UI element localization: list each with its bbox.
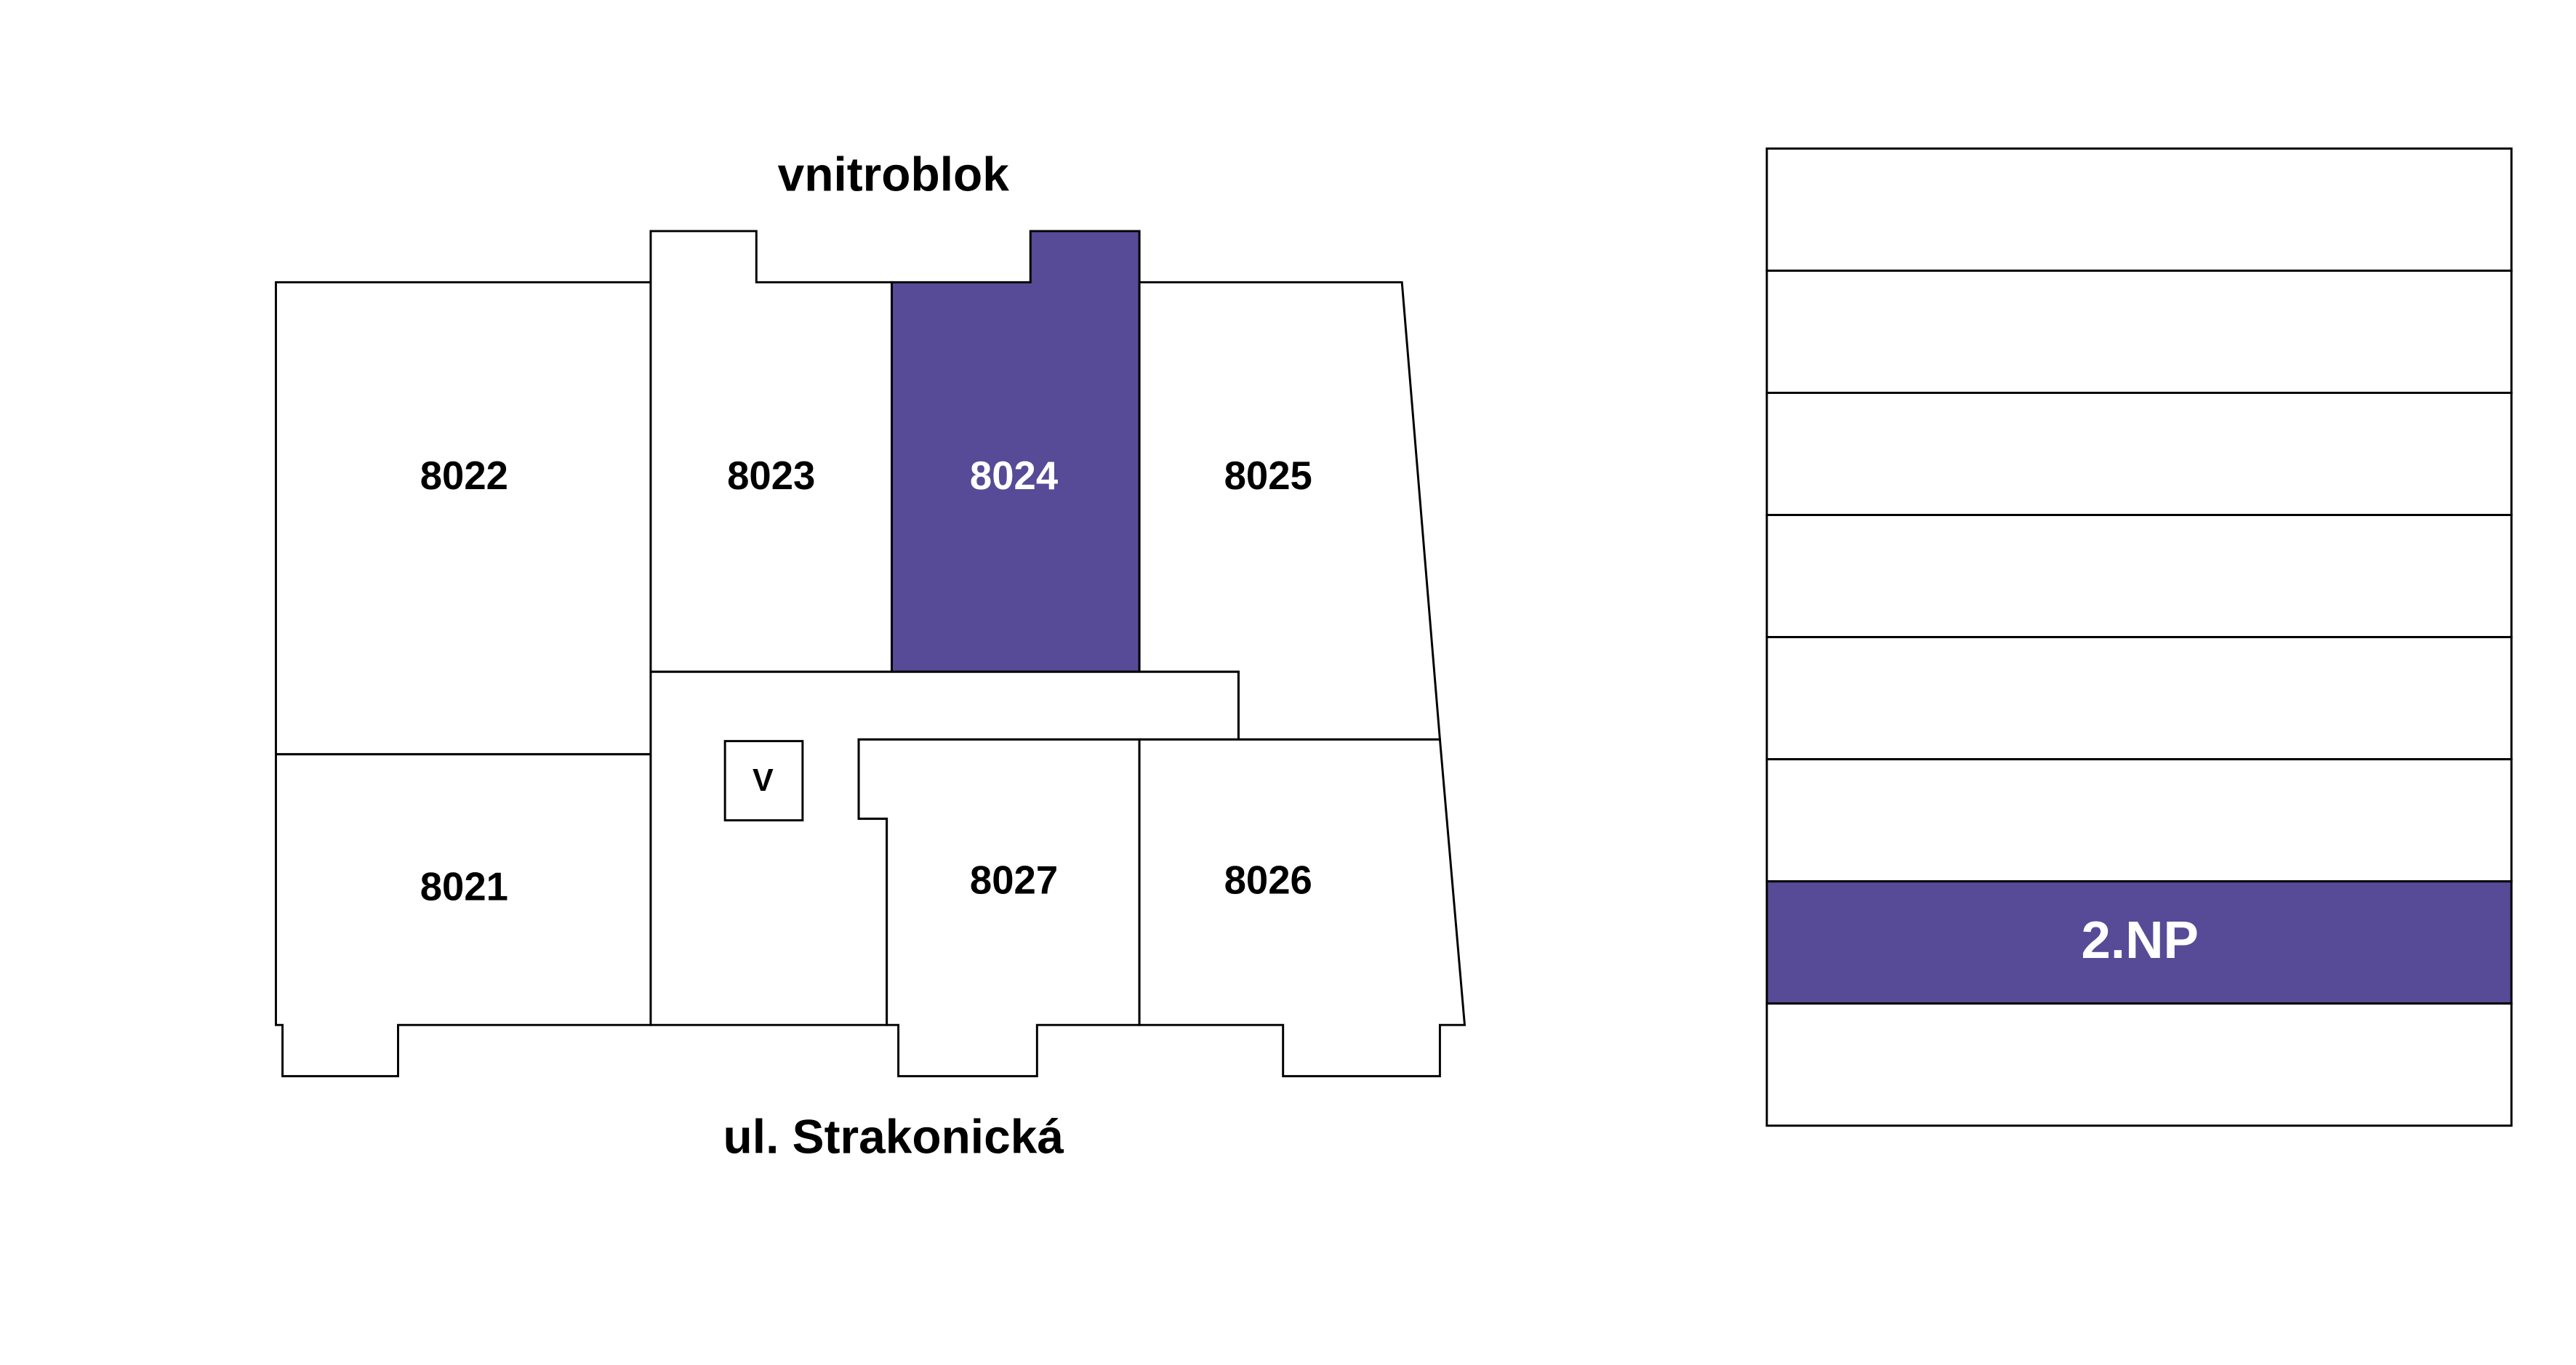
floor-row[interactable] xyxy=(1765,269,2513,394)
unit-label-8021: 8021 xyxy=(420,864,508,909)
elevator-label: V xyxy=(753,763,774,798)
unit-label-8025: 8025 xyxy=(1224,454,1312,498)
unit-8022[interactable] xyxy=(274,281,652,756)
floor-label-2np: 2.NP xyxy=(2081,911,2199,970)
street-label: ul. Strakonická xyxy=(723,1110,1064,1164)
floor-row[interactable] xyxy=(1765,758,2513,883)
unit-8021[interactable] xyxy=(274,753,652,1078)
unit-8027[interactable] xyxy=(857,738,1141,1078)
unit-label-8026: 8026 xyxy=(1224,858,1312,902)
unit-8024[interactable] xyxy=(891,230,1141,673)
floor-row[interactable] xyxy=(1765,147,2513,272)
floor-row[interactable] xyxy=(1765,636,2513,761)
unit-8023[interactable] xyxy=(649,230,893,673)
unit-label-8022: 8022 xyxy=(420,454,508,498)
building-plan: 8022 8021 8023 8024 8025 8027 8026 V xyxy=(274,230,1466,1078)
unit-8026[interactable] xyxy=(1138,738,1466,1078)
unit-label-8024: 8024 xyxy=(970,454,1059,498)
floor-row[interactable] xyxy=(1765,391,2513,516)
unit-label-8023: 8023 xyxy=(727,454,815,498)
floor-row[interactable] xyxy=(1765,1002,2513,1127)
floor-row-2np[interactable] xyxy=(1765,880,2513,1005)
elevator xyxy=(723,740,804,822)
floor-row[interactable] xyxy=(1765,514,2513,639)
unit-label-8027: 8027 xyxy=(970,858,1058,902)
courtyard-label: vnitroblok xyxy=(778,148,1010,201)
floor-selector: 2.NP xyxy=(1765,147,2513,1127)
